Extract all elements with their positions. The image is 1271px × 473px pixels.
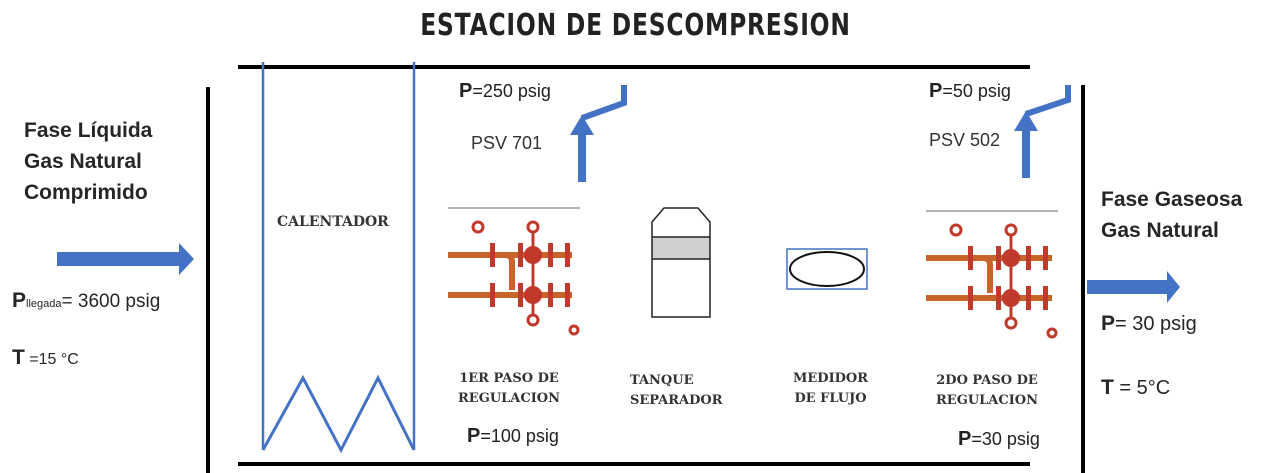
inlet-temp-value: =15 °C	[24, 351, 79, 368]
separator-label: TANQUE SEPARADOR	[630, 371, 723, 411]
separator-label-line-2: SEPARADOR	[630, 393, 723, 408]
stage2-regulator-skid	[926, 223, 1058, 339]
stage1-label-line-1: 1ER PASO DE	[459, 371, 559, 386]
outlet-pressure-symbol: P	[1101, 312, 1116, 335]
stage2-label: 2DO PASO DE REGULACION	[936, 371, 1038, 411]
stage1-pressure-symbol: P	[467, 425, 481, 447]
inlet-line-1: Fase Líquida	[24, 119, 153, 142]
heater-coil	[261, 374, 416, 454]
psv-502-set-pressure: P=50 psig	[929, 80, 1011, 103]
stage1-pressure: P=100 psig	[467, 425, 559, 448]
inlet-temp-symbol: T	[12, 346, 25, 369]
inlet-phase-label: Fase Líquida Gas Natural Comprimido	[24, 115, 152, 208]
psv-701-relief-arrow	[570, 85, 627, 182]
stage2-pressure-symbol: P	[958, 428, 972, 450]
inlet-flow-arrow	[57, 243, 194, 275]
stage2-pressure-value: =30 psig	[971, 429, 1040, 449]
stage2-label-line-1: 2DO PASO DE	[936, 373, 1038, 388]
inlet-pressure-symbol: P	[12, 289, 27, 312]
outlet-pressure-value: = 30 psig	[1115, 313, 1197, 335]
outlet-phase-label: Fase Gaseosa Gas Natural	[1101, 184, 1242, 246]
psv-701-pressure-value: =250 psig	[472, 81, 551, 101]
stage1-regulator-skid	[448, 220, 580, 336]
inlet-line-3: Comprimido	[24, 181, 148, 204]
outlet-line-2: Gas Natural	[1101, 219, 1219, 242]
inlet-pressure-subscript: llegada	[26, 298, 62, 310]
meter-label-line-1: MEDIDOR	[793, 371, 869, 386]
stage1-label-line-2: REGULACION	[458, 391, 561, 406]
outlet-flow-arrow	[1087, 271, 1180, 303]
stage1-pressure-value: =100 psig	[480, 426, 559, 446]
stage2-pressure: P=30 psig	[958, 428, 1040, 451]
inlet-line-2: Gas Natural	[24, 150, 142, 173]
heater-label: CALENTADOR	[277, 214, 389, 230]
meter-label-line-2: DE FLUJO	[794, 391, 867, 406]
outlet-temperature: T = 5°C	[1101, 376, 1170, 400]
separator-tank	[651, 207, 711, 318]
outlet-pressure: P= 30 psig	[1101, 312, 1197, 336]
outlet-temp-value: = 5°C	[1113, 377, 1171, 399]
psv-502-label: PSV 502	[929, 130, 1001, 150]
inlet-temperature: T =15 °C	[12, 346, 79, 370]
heater-vessel	[261, 62, 416, 454]
psv-502-pressure-value: =50 psig	[942, 81, 1011, 101]
stage2-label-line-2: REGULACION	[936, 393, 1039, 408]
psv-502-pressure-symbol: P	[929, 80, 943, 102]
inlet-pressure-value: = 3600 psig	[61, 291, 161, 312]
separator-label-line-1: TANQUE	[630, 373, 694, 388]
inlet-pressure: Pllegada= 3600 psig	[12, 289, 160, 313]
psv-502-relief-arrow	[1014, 85, 1071, 178]
diagram-title: ESTACION DE DESCOMPRESION	[420, 8, 851, 43]
outlet-line-1: Fase Gaseosa	[1101, 188, 1243, 211]
flow-meter	[786, 248, 868, 290]
stage1-label: 1ER PASO DE REGULACION	[458, 369, 560, 409]
psv-701-pressure-symbol: P	[459, 80, 473, 102]
psv-701-set-pressure: P=250 psig	[459, 80, 551, 103]
meter-label: MEDIDOR DE FLUJO	[793, 369, 868, 409]
outlet-temp-symbol: T	[1101, 376, 1114, 399]
psv-701-label: PSV 701	[471, 133, 543, 153]
